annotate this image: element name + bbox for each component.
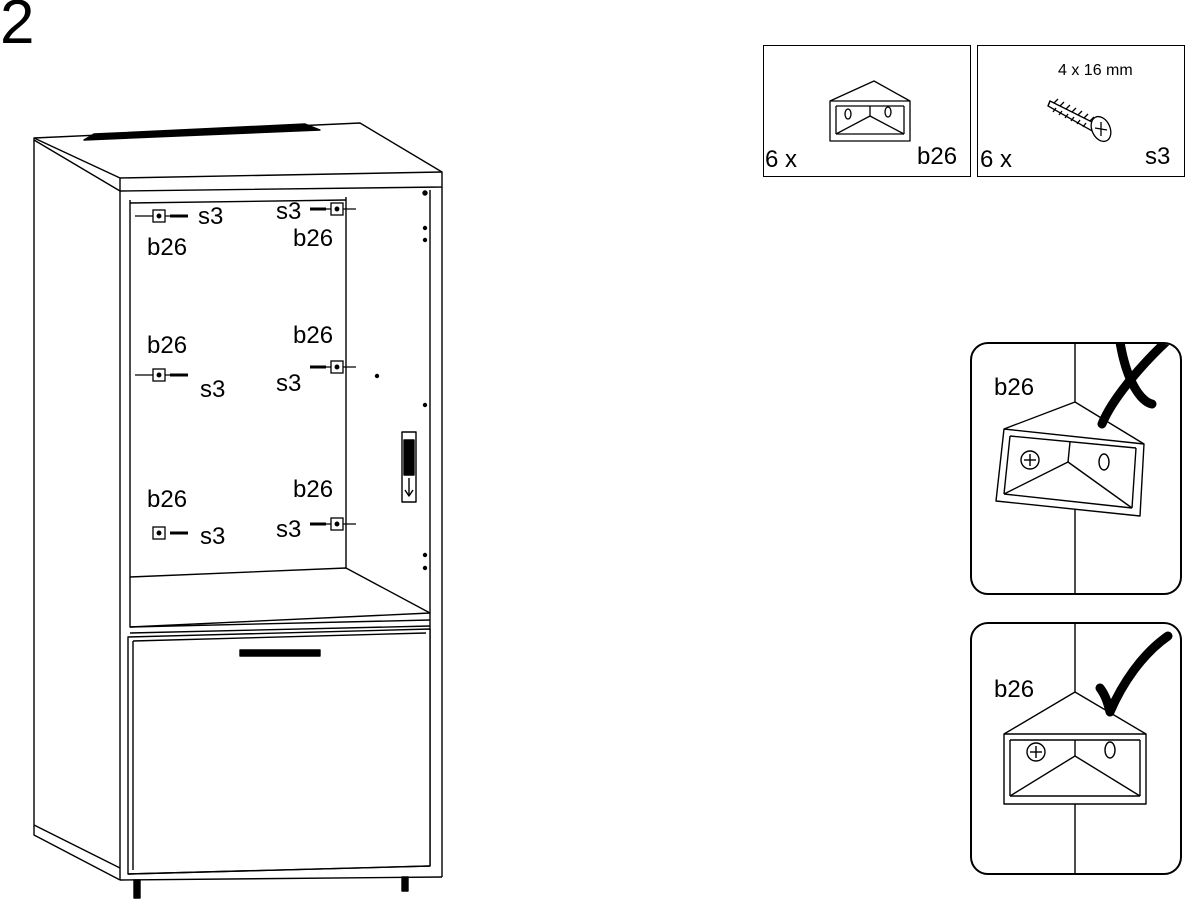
bracket-quantity: 6 x [765,146,798,173]
label-bot-left-screw: s3 [200,523,226,550]
label-bot-right-screw: s3 [276,516,302,543]
screw-quantity: 6 x [980,146,1013,173]
bracket-wrong-orientation [995,344,1171,593]
check-icon [1095,631,1173,717]
part-box-screw [977,45,1185,177]
screw-code: s3 [1145,143,1171,170]
label-top-right-bracket: b26 [293,225,334,252]
bracket-code: b26 [917,143,958,170]
detail-wrong-label: b26 [994,374,1035,401]
label-mid-left-screw: s3 [200,376,226,403]
label-top-right-screw: s3 [276,198,302,225]
label-bot-right-bracket: b26 [293,476,334,503]
detail-wrong-panel: b26 [970,342,1182,595]
label-mid-left-bracket: b26 [147,332,188,359]
detail-correct-label: b26 [994,676,1035,703]
label-mid-right-screw: s3 [276,370,302,397]
label-bot-left-bracket: b26 [147,486,188,513]
cabinet-illustration [33,122,443,899]
label-top-left-bracket: b26 [147,234,188,261]
part-box-bracket [763,45,971,177]
label-mid-right-bracket: b26 [293,322,334,349]
step-number: 2 [0,0,35,57]
label-top-left-screw: s3 [198,203,224,230]
corner-bracket-icon [829,80,911,142]
cross-icon [1097,344,1171,429]
screw-icon [1047,98,1112,143]
detail-correct-panel: b26 [970,622,1182,875]
screw-size: 4 x 16 mm [1058,62,1133,79]
bracket-correct-orientation [1003,624,1173,873]
